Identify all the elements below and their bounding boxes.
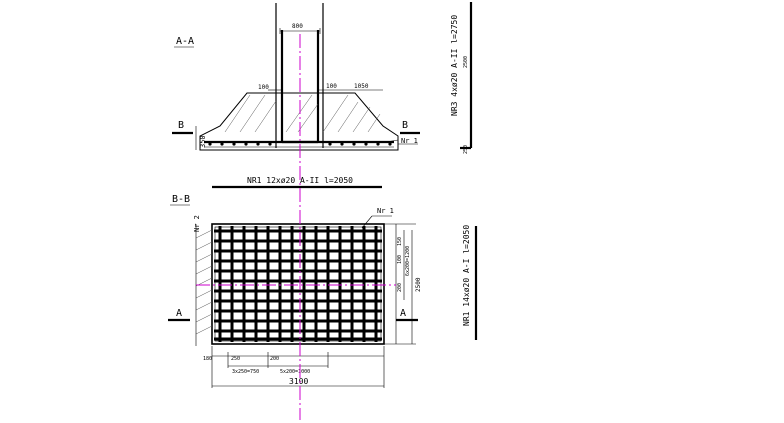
nr1-bar-vertical-label: NR1 14xø20 A-I l=2050 (462, 225, 471, 326)
section-mark-b-left: B (178, 120, 184, 131)
dim-5x200: 5x200=1000 (280, 369, 310, 375)
dim-6x200: 6x200=1200 (405, 246, 411, 276)
dim-100-left: 100 (258, 84, 269, 91)
vertical-rebar-grid (218, 226, 378, 342)
dim-150: 150 (397, 237, 403, 246)
dim-200-side: 200 (397, 283, 403, 292)
dim-100-right: 100 (326, 83, 337, 90)
section-mark-b-right: B (402, 120, 408, 131)
footing-hatch (224, 94, 381, 133)
dim-3100: 3100 (289, 377, 308, 386)
dim-250: 250 (231, 356, 240, 362)
section-b-b: B-B (168, 194, 422, 388)
plan-edge-hatch (195, 229, 213, 335)
mark-nr1-plan: Nr 1 (377, 207, 394, 215)
nr1-bar-vertical-callout: NR1 14xø20 A-I l=2050 (462, 225, 478, 340)
section-b-title: B-B (172, 194, 190, 205)
nr3-length-bottom: 250 (463, 145, 469, 154)
mark-nr2-plan: Nr 2 (193, 215, 201, 232)
dim-200: 200 (270, 356, 279, 362)
footing-outline (199, 92, 399, 151)
dim-350: 350 (199, 135, 207, 148)
dim-1050: 1050 (354, 83, 369, 90)
footing-plan-outline (211, 223, 385, 345)
dim-180: 180 (203, 356, 212, 362)
horizontal-rebar-grid (214, 229, 382, 341)
nr1-bar-callout: NR1 12xø20 A-II l=2050 (212, 176, 382, 189)
section-mark-a-left: A (176, 308, 182, 319)
section-a-a: A-A 800 (172, 3, 420, 151)
nr3-bar-callout: NR3 4xø20 A-II l=2750 2500 250 (450, 2, 473, 154)
mark-nr1-section-a: Nr 1 (401, 137, 418, 145)
nr1-bar-label: NR1 12xø20 A-II l=2050 (247, 176, 353, 185)
dim-2500: 2500 (415, 277, 422, 292)
section-mark-a-right: A (400, 308, 406, 319)
dim-column-width: 800 (292, 23, 303, 30)
axis-lines (196, 34, 396, 420)
section-a-title: A-A (176, 36, 194, 47)
nr3-bar-label: NR3 4xø20 A-II l=2750 (450, 15, 459, 116)
nr3-length-top: 2500 (463, 56, 469, 68)
mesh-dots (208, 142, 392, 146)
dim-3x250: 3x250=750 (232, 369, 259, 375)
dim-100: 100 (397, 255, 403, 264)
